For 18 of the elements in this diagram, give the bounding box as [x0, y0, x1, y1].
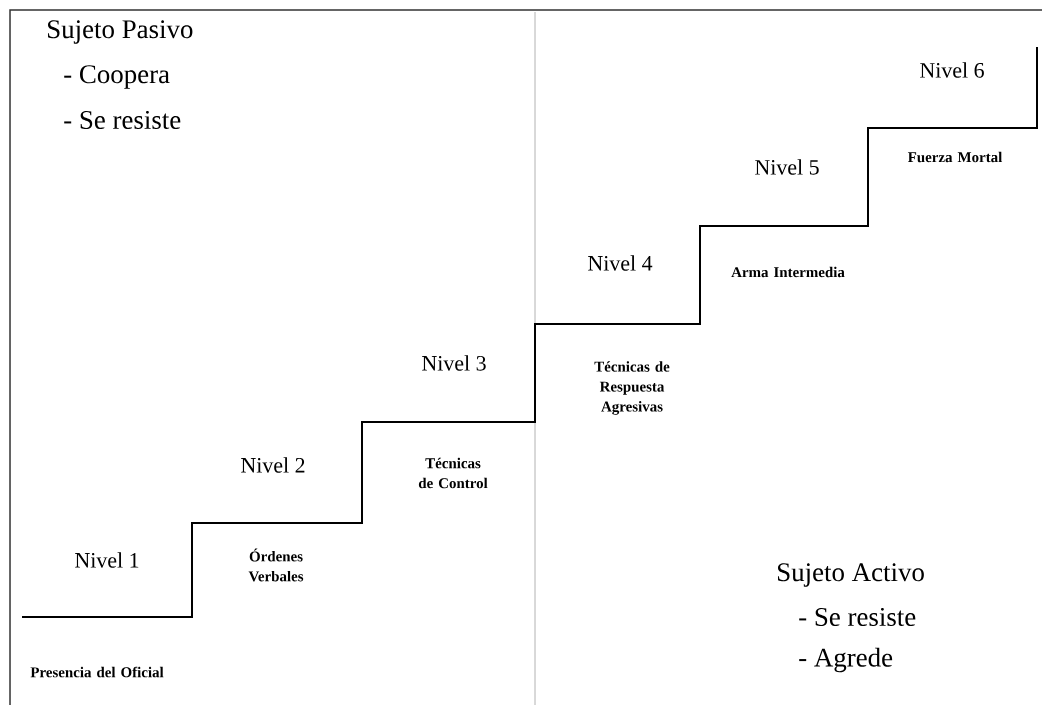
level-label: Nivel 6 [920, 62, 984, 78]
level-label: Nivel 2 [241, 457, 305, 473]
level-label: Nivel 5 [755, 159, 819, 175]
subject-text: - Coopera [64, 65, 170, 89]
subject-text: Sujeto Pasivo [48, 20, 193, 44]
step-label: Órdenes Verbales [248, 548, 304, 582]
subject-text: Sujeto Activo [778, 563, 924, 587]
subject-text: - Se resiste [64, 110, 181, 130]
step-label: Presencia del Oficial [30, 666, 164, 678]
subject-text: - Agrede [799, 647, 893, 673]
level-label: Nivel 4 [588, 255, 653, 271]
level-label: Nivel 3 [422, 355, 486, 371]
step-label: Técnicas de Respuesta Agresivas [594, 361, 670, 415]
step-label: Arma Intermedia [731, 266, 845, 278]
step-label: Técnicas de Control [418, 457, 488, 489]
step-label: Fuerza Mortal [907, 151, 1003, 163]
level-label: Nivel 1 [75, 552, 139, 568]
subject-text: - Se resiste [799, 607, 916, 626]
